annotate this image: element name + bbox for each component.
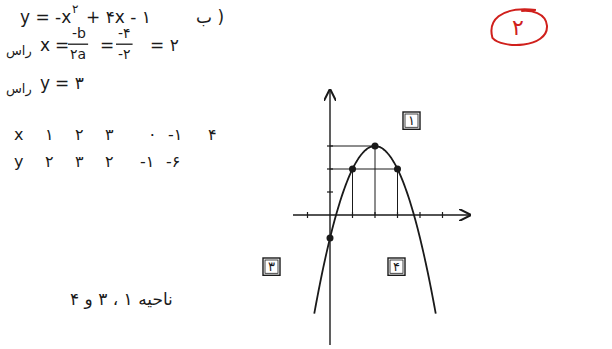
equals-sign: =	[55, 36, 69, 55]
answer-note: ناحیه ۱ ، ۳ و ۴	[70, 290, 173, 309]
fraction-denominator: ۲a	[70, 47, 86, 62]
fraction-bar	[68, 44, 88, 45]
guide-lines	[330, 146, 398, 215]
fraction-numerator: -۴	[118, 26, 131, 41]
quadrant-number: ۱	[402, 111, 421, 130]
table-cell: ۲	[105, 153, 114, 171]
number-text: ۱	[408, 114, 415, 128]
fraction-bar	[116, 44, 133, 45]
table-cell: ۲	[45, 153, 54, 171]
equation: + ۴x - ۱	[86, 8, 151, 27]
table-cell: ۲	[75, 126, 84, 144]
result: = ۲	[150, 36, 179, 55]
table-cell: -۶	[166, 153, 180, 171]
table-cell: ۳	[75, 153, 84, 171]
subscript: راس	[6, 82, 32, 96]
table-cell: ۳	[105, 126, 114, 144]
variable: y	[40, 74, 50, 93]
quadrant-number: ۴	[387, 257, 406, 276]
table-cell: -۱	[140, 153, 154, 171]
table-cell: x	[14, 126, 23, 144]
y-axis	[329, 90, 330, 345]
equals-sign: =	[100, 36, 114, 55]
x-axis	[293, 214, 470, 215]
table-cell: y	[14, 153, 23, 171]
table-cell: ۴	[208, 126, 217, 144]
exponent: ۲	[72, 3, 78, 16]
number-text: ۴	[393, 260, 400, 274]
result: = ۳	[55, 74, 84, 93]
number-text: ۳	[268, 260, 275, 274]
fraction-numerator: -b	[72, 26, 86, 41]
equation: y = -x	[20, 8, 71, 27]
fraction-denominator: -۲	[118, 47, 131, 62]
table-cell: -۱	[168, 126, 182, 144]
circled-question-number: ۲	[486, 6, 550, 50]
quadrant-number: ۳	[262, 257, 281, 276]
number-text: ۲	[512, 16, 524, 40]
parabola-curve	[314, 146, 436, 314]
table-cell: ۱	[45, 126, 54, 144]
variable: x	[40, 36, 50, 55]
subscript: راس	[6, 44, 32, 58]
plot-points	[327, 143, 402, 242]
axis-ticks	[308, 146, 443, 238]
part-letter: ب )	[196, 8, 224, 27]
table-cell: ۰	[148, 126, 157, 144]
